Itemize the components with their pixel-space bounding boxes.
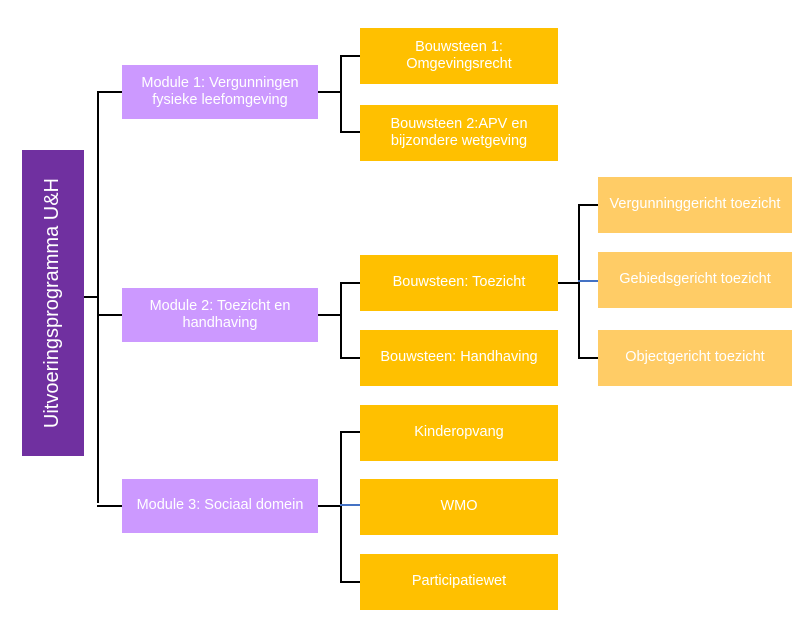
bouwsteen-node-6[interactable]: WMO <box>360 479 558 535</box>
connector-sub-2-stub <box>578 280 599 282</box>
bouwsteen-node-4[interactable]: Bouwsteen: Handhaving <box>360 330 558 386</box>
bouwsteen-node-1-label: Bouwsteen 1: Omgevingsrecht <box>406 38 512 72</box>
module-node-3-label: Module 3: Sociaal domein <box>136 497 304 514</box>
bouwsteen-node-3[interactable]: Bouwsteen: Toezicht <box>360 255 558 311</box>
connector-bouwsteen-4-stub <box>340 357 361 359</box>
connector-branch-trunk-4 <box>340 431 342 582</box>
bouwsteen-node-7[interactable]: Participatiewet <box>360 554 558 610</box>
bouwsteen-node-3-label: Bouwsteen: Toezicht <box>392 274 526 291</box>
bouwsteen-node-7-label: Participatiewet <box>411 573 507 590</box>
connector-module-2-out <box>318 314 342 316</box>
connector-module-2-stub <box>97 314 123 316</box>
subitem-node-2-label: Gebiedsgericht toezicht <box>619 271 771 288</box>
connector-module-1-out <box>318 91 342 93</box>
bouwsteen-node-4-label: Bouwsteen: Handhaving <box>380 349 538 366</box>
bouwsteen-node-2[interactable]: Bouwsteen 2:APV en bijzondere wetgeving <box>360 105 558 161</box>
module-node-1-label: Module 1: Vergunningen fysieke leefomgev… <box>141 74 299 108</box>
bouwsteen-node-5[interactable]: Kinderopvang <box>360 405 558 461</box>
connector-branch-trunk-1 <box>340 55 342 133</box>
bouwsteen-node-6-label: WMO <box>440 498 478 515</box>
connector-main-trunk <box>97 92 99 503</box>
bouwsteen-node-5-label: Kinderopvang <box>414 424 504 441</box>
connector-bouwsteen-3-stub <box>340 282 361 284</box>
subitem-node-1[interactable]: Vergunninggericht toezicht <box>598 177 792 233</box>
connector-bouwsteen-1-stub <box>340 55 361 57</box>
connector-bouwsteen-6-stub <box>340 504 361 506</box>
connector-branch-trunk-2 <box>340 282 342 358</box>
connector-root-stub <box>84 296 98 298</box>
subitem-node-3-label: Objectgericht toezicht <box>625 349 765 366</box>
subitem-node-1-label: Vergunninggericht toezicht <box>609 196 781 213</box>
module-node-3[interactable]: Module 3: Sociaal domein <box>122 479 318 533</box>
module-node-1[interactable]: Module 1: Vergunningen fysieke leefomgev… <box>122 65 318 119</box>
connector-toezicht-out <box>558 282 580 284</box>
root-node-label: Uitvoeringsprogramma U&H <box>41 177 64 429</box>
bouwsteen-node-2-label: Bouwsteen 2:APV en bijzondere wetgeving <box>390 115 528 149</box>
connector-module-3-stub <box>97 505 123 507</box>
connector-sub-1-stub <box>578 204 599 206</box>
connector-module-3-out <box>318 505 342 507</box>
bouwsteen-node-1[interactable]: Bouwsteen 1: Omgevingsrecht <box>360 28 558 84</box>
root-node-uitvoeringsprogramma[interactable]: Uitvoeringsprogramma U&H <box>22 150 84 456</box>
connector-bouwsteen-5-stub <box>340 431 361 433</box>
connector-bouwsteen-2-stub <box>340 131 361 133</box>
subitem-node-2[interactable]: Gebiedsgericht toezicht <box>598 252 792 308</box>
connector-bouwsteen-7-stub <box>340 581 361 583</box>
subitem-node-3[interactable]: Objectgericht toezicht <box>598 330 792 386</box>
module-node-2[interactable]: Module 2: Toezicht en handhaving <box>122 288 318 342</box>
connector-sub-3-stub <box>578 357 599 359</box>
module-node-2-label: Module 2: Toezicht en handhaving <box>149 297 291 331</box>
connector-module-1-stub <box>97 91 123 93</box>
